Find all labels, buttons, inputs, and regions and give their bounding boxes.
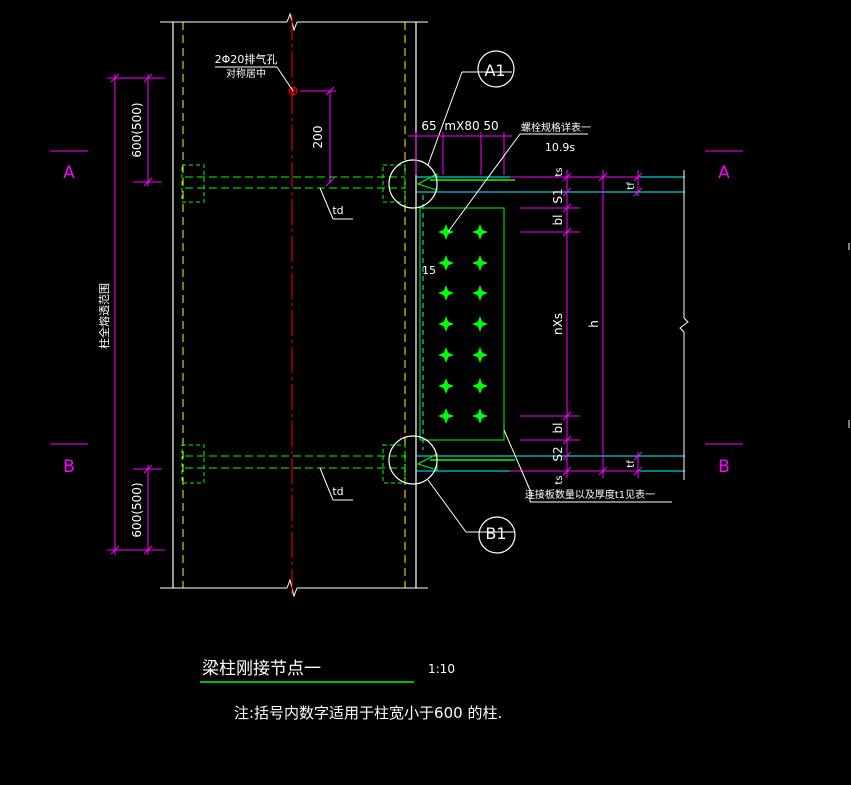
detail-circle-b1 (388, 435, 438, 485)
weld-label-top: td (332, 204, 343, 217)
bolt-marker (472, 347, 488, 363)
detail-bubble-a1 (477, 50, 515, 88)
vent-hole-note: 2Φ20排气孔 对称居中 (215, 52, 298, 96)
right-dimensions: ts S1 bl nXs h bl S2 ts tf tf (510, 167, 643, 485)
weld-groove-top (416, 173, 438, 191)
detail-label-a1: A1 (484, 61, 505, 80)
plate-note-label: 连接板数量以及厚度t1见表一 (525, 488, 655, 501)
dim-15: 15 (422, 264, 436, 277)
vent-hole-label-2: 对称居中 (226, 67, 266, 80)
dim-tf-bottom: tf (626, 460, 637, 468)
bolt-marker (472, 316, 488, 332)
column (160, 12, 428, 598)
bolt-marker (438, 255, 454, 271)
stiffener-top: td (181, 164, 406, 220)
vent-hole-leader (276, 66, 294, 92)
weld-label-bottom: td (332, 485, 343, 498)
section-b-right: B (718, 457, 730, 477)
dim-mx80: mX80 (444, 119, 479, 133)
plate-note: 连接板数量以及厚度t1见表一 (503, 429, 672, 503)
bolt-marker (472, 285, 488, 301)
detail-bubble-b1 (478, 516, 516, 554)
dim-tf-top: tf (626, 182, 637, 190)
drawing-scale: 1:10 (428, 662, 455, 676)
drawing-footnote: 注:括号内数字适用于柱宽小于600 的柱. (234, 704, 502, 722)
section-b-left: B (63, 457, 75, 477)
bolt-spec-label-1: 螺栓规格详表一 (521, 121, 591, 134)
bolt-marker (438, 285, 454, 301)
dim-200-label: 200 (311, 126, 325, 149)
dim-ts-bottom: ts (554, 475, 565, 484)
dim-s1: S1 (551, 188, 565, 203)
weld-leader-top (319, 187, 334, 220)
bolt-marker (472, 378, 488, 394)
bolt-spec-label-2: 10.9s (545, 141, 575, 154)
column-stiffener-label: 柱全熔透范围 (97, 283, 111, 349)
bolt-marker (438, 224, 454, 240)
stiffener-bottom: td (181, 444, 406, 501)
bolt-marker (472, 408, 488, 424)
bolt-group (438, 224, 488, 424)
detail-b1: B1 (388, 435, 516, 554)
bolt-marker (472, 224, 488, 240)
shear-plate (419, 207, 505, 441)
dim-bl-top: bl (551, 215, 565, 226)
dim-nxs: nXs (551, 313, 565, 335)
beam-break-line (679, 170, 689, 480)
detail-label-b1: B1 (485, 524, 506, 543)
bolt-marker (438, 408, 454, 424)
dim-top-span: 600(500) (130, 102, 144, 157)
bolt-marker (438, 347, 454, 363)
bolt-marker (438, 316, 454, 332)
dim-h: h (587, 320, 601, 328)
vent-hole-label-1: 2Φ20排气孔 (215, 52, 278, 66)
bolt-spec-note: 螺栓规格详表一 10.9s (447, 121, 591, 233)
detail-a1: A1 (388, 50, 515, 209)
section-a-left: A (63, 163, 75, 183)
section-markers: A B A B (50, 150, 743, 477)
detail-circle-a1 (388, 159, 438, 209)
weld-leader-bottom (319, 467, 334, 501)
dim-bl-bottom: bl (551, 423, 565, 434)
bolt-marker (438, 378, 454, 394)
dim-ts-top: ts (554, 167, 565, 176)
dim-s2: S2 (551, 446, 565, 461)
dim-bottom-span: 600(500) (130, 482, 144, 537)
dimension-200: 200 (300, 86, 336, 187)
title-block: 梁柱刚接节点一 1:10 注:括号内数字适用于柱宽小于600 的柱. (200, 659, 502, 722)
left-dimensions: 600(500) 600(500) 柱全熔透范围 (97, 73, 165, 555)
section-a-right: A (718, 163, 730, 183)
top-dimensions: 65 mX80 50 (408, 119, 512, 175)
dim-50: 50 (483, 119, 498, 133)
dim-65: 65 (421, 119, 436, 133)
bolt-marker (472, 255, 488, 271)
drawing-title: 梁柱刚接节点一 (202, 659, 321, 679)
